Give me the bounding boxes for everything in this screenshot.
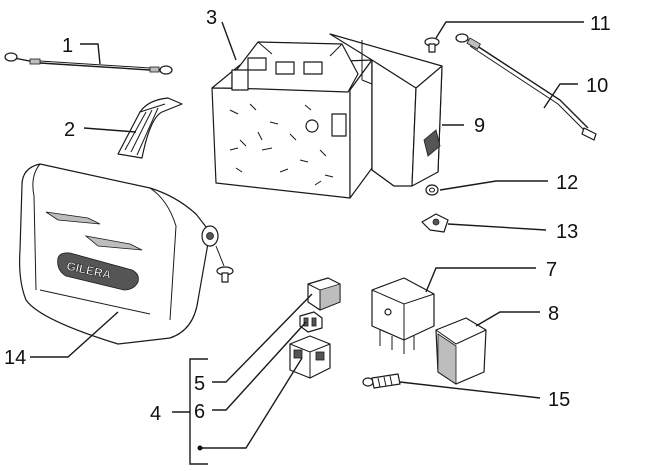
callout-8: 8 (548, 303, 559, 325)
callout-9: 9 (474, 115, 485, 137)
part-11-screw (424, 37, 440, 53)
callout-14: 14 (4, 347, 26, 369)
callout-4: 4 (150, 403, 161, 425)
cover-screw (215, 245, 234, 283)
callout-15: 15 (548, 389, 570, 411)
part-6-fuse (299, 311, 323, 333)
callout-3: 3 (206, 7, 217, 29)
part-15-bulb (362, 373, 401, 389)
cover-logo: GILERA (57, 252, 139, 291)
part-14-battery-cover: GILERA (19, 163, 219, 345)
callout-5: 5 (194, 373, 205, 395)
part-9-battery-tray (329, 33, 443, 187)
part-1-ground-cable (4, 52, 173, 75)
callout-10: 10 (586, 75, 608, 97)
part-7-relay (371, 277, 435, 354)
callout-1: 1 (62, 35, 73, 57)
callout-2: 2 (64, 119, 75, 141)
part-2-battery-strap (117, 97, 183, 159)
callout-12: 12 (556, 172, 578, 194)
leader-lines (30, 21, 584, 465)
part-10-battery-cable (455, 33, 597, 141)
callout-7: 7 (546, 259, 557, 281)
part-4-fuse-holder (289, 335, 331, 379)
part-5-fuse-cap (307, 277, 341, 311)
part-3-battery (211, 41, 373, 199)
part-12-nut (425, 184, 439, 196)
callout-11: 11 (590, 13, 611, 35)
part-8-relay-cover (435, 317, 487, 385)
callout-13: 13 (556, 221, 578, 243)
callout-6: 6 (194, 401, 205, 423)
part-13-clip (421, 213, 449, 233)
callout-labels: 1 2 3 4 5 6 7 8 9 10 11 12 13 14 15 (4, 7, 611, 425)
